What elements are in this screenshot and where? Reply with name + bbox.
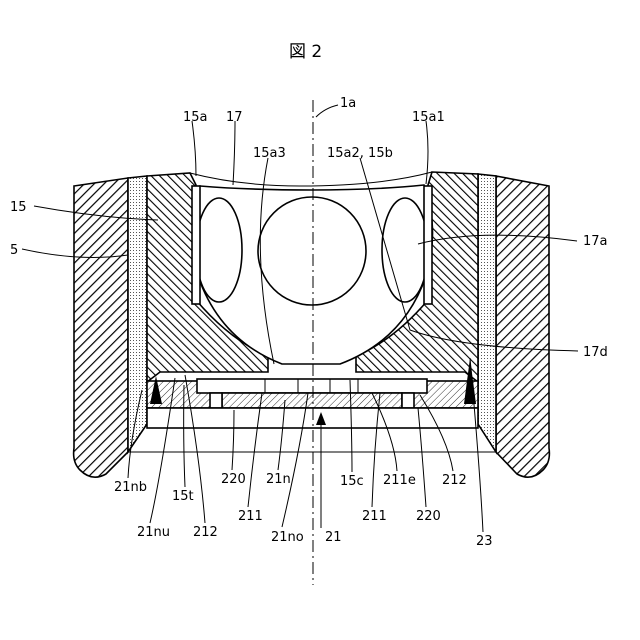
label-212-right: 212 [442, 473, 467, 488]
label-15a1: 15a1 [412, 110, 445, 125]
seat-top-curve [190, 172, 432, 186]
label-15a3: 15a3 [253, 146, 286, 161]
label-212-left: 212 [193, 525, 218, 540]
figure-title: 図 2 [289, 42, 322, 62]
label-17: 17 [226, 110, 243, 125]
label-21n: 21n [266, 472, 291, 487]
label-21nu: 21nu [137, 525, 170, 540]
label-21: 21 [325, 530, 342, 545]
label-17a: 17a [583, 234, 608, 249]
label-21no: 21no [271, 530, 304, 545]
spacer-left [210, 393, 222, 408]
label-1a: 1a [340, 96, 356, 111]
label-15c: 15c [340, 474, 364, 489]
label-17d: 17d [583, 345, 608, 360]
label-15a2-15b: 15a2, 15b [327, 146, 393, 161]
ball-hole-left [196, 198, 242, 302]
retainer-inner-21n [222, 393, 402, 408]
housing-5-left [74, 178, 128, 477]
label-211-left: 211 [238, 509, 263, 524]
slot-left [192, 186, 200, 304]
label-15: 15 [10, 200, 27, 215]
label-211-right: 211 [362, 509, 387, 524]
label-15t: 15t [172, 489, 194, 504]
label-15a: 15a [183, 110, 208, 125]
spacer-right [402, 393, 414, 408]
liner-right [478, 174, 496, 452]
label-220-right: 220 [416, 509, 441, 524]
label-5: 5 [10, 243, 18, 258]
label-21nb: 21nb [114, 480, 147, 495]
ball-hole-center [258, 197, 366, 305]
housing-5-right [496, 176, 549, 477]
label-211e: 211e [383, 473, 416, 488]
retainer-plate-220 [197, 379, 427, 393]
ball-hole-right [382, 198, 428, 302]
slot-right [424, 186, 432, 304]
label-220-left: 220 [221, 472, 246, 487]
label-23: 23 [476, 534, 493, 549]
